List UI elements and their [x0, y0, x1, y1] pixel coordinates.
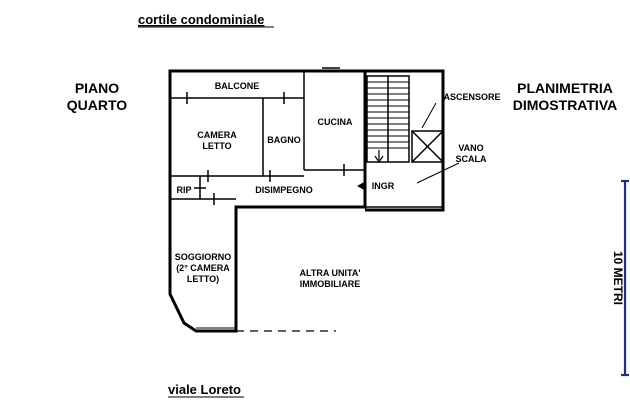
label-ingr: INGR	[372, 181, 395, 191]
label-vano-1: VANO	[458, 143, 483, 153]
room-label-rip: RIP	[176, 185, 191, 195]
room-label-bagno: BAGNO	[267, 135, 301, 145]
label-altra-unita-2: IMMOBILIARE	[300, 279, 361, 289]
label-ascensore: ASCENSORE	[443, 92, 500, 102]
scale-bar	[621, 179, 629, 377]
elevator-box	[411, 130, 444, 163]
title-line1: PLANIMETRIA	[517, 80, 613, 96]
leader-ascensore	[421, 102, 437, 129]
floor-label-line1: PIANO	[75, 80, 119, 96]
stairs-arrow	[374, 150, 384, 164]
floor-label-line2: QUARTO	[67, 97, 128, 113]
leader-vano-scala	[416, 162, 460, 184]
apartment-outer-walls	[168, 69, 367, 333]
street-label: viale Loreto	[168, 382, 241, 397]
room-label-soggiorno-2: (2° CAMERA	[176, 263, 230, 273]
room-label-balcone: BALCONE	[215, 81, 260, 91]
elevator-diag-2	[411, 130, 444, 163]
label-altra-unita-1: ALTRA UNITA'	[300, 268, 361, 278]
title-line2: DIMOSTRATIVA	[513, 97, 617, 113]
label-vano-2: SCALA	[456, 154, 487, 164]
room-label-camera-2: LETTO	[202, 141, 231, 151]
courtyard-label: cortile condominiale	[138, 12, 264, 27]
room-label-camera-1: CAMERA	[197, 130, 237, 140]
room-label-cucina: CUCINA	[318, 117, 353, 127]
room-label-soggiorno-3: LETTO)	[187, 274, 219, 284]
entrance-arrow-icon	[357, 181, 366, 191]
scale-label: 10 METRI	[611, 251, 625, 305]
room-label-disimpegno: DISIMPEGNO	[255, 185, 313, 195]
room-label-soggiorno-1: SOGGIORNO	[175, 252, 232, 262]
